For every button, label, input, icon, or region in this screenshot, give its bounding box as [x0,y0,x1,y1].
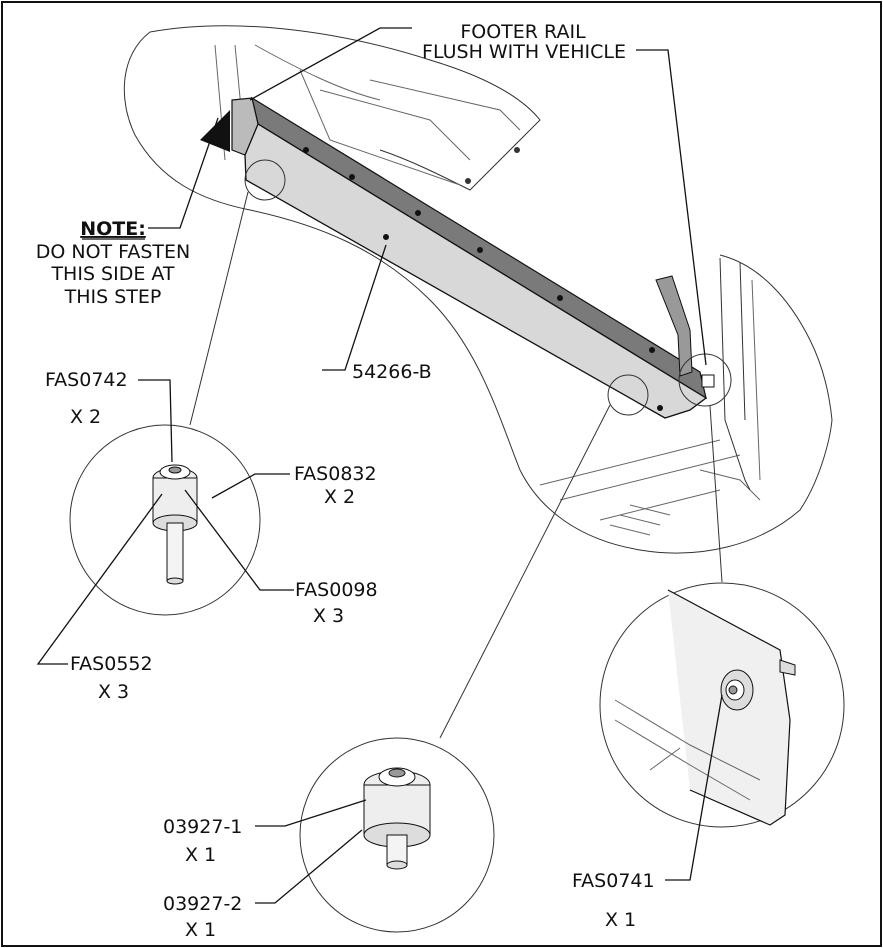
rail-part-label: 54266-B [352,361,432,383]
fas0742-leader [138,379,173,463]
note-line-1: DO NOT FASTEN [36,241,191,263]
fas0741-leader [665,694,723,881]
footer-rail [200,96,715,419]
detail-right [599,582,845,828]
note-line-3: THIS STEP [64,286,162,308]
note-leader [148,117,219,229]
p2-label: 03927-2 [163,893,242,915]
fas0552-qty: X 3 [98,681,129,703]
fas0552-leader [36,493,163,665]
note-heading: NOTE: [80,218,146,240]
fas0832-label: FAS0832 [294,463,377,485]
detail-bottom [299,737,495,933]
p1-qty: X 1 [185,844,216,866]
fas0098-leader [184,489,294,591]
note-arrow-icon [200,110,230,152]
fas0832-qty: X 2 [324,486,355,508]
fas0832-leader [211,473,290,499]
p2-qty: X 1 [185,919,216,941]
fas0741-qty: X 1 [605,909,636,931]
flush-label: FLUSH WITH VEHICLE [422,41,626,63]
p1-label: 03927-1 [163,816,242,838]
footer-rail-leader [249,27,412,101]
fas0552-label: FAS0552 [70,653,153,675]
zoom-marker-bottom [607,374,649,416]
p2-leader [255,829,363,904]
p1-leader [255,799,367,827]
note-line-2: THIS SIDE AT [50,263,174,285]
fas0098-qty: X 3 [313,605,344,627]
fas0742-label: FAS0742 [45,369,128,391]
flush-leader [636,49,707,366]
zoom-marker-left [244,159,286,201]
fas0742-qty: X 2 [70,406,101,428]
footer-rail-label: FOOTER RAIL [460,21,586,43]
detail-left [69,424,261,616]
fas0098-label: FAS0098 [295,579,378,601]
rail-part-leader [322,244,387,371]
fas0741-label: FAS0741 [572,870,655,892]
